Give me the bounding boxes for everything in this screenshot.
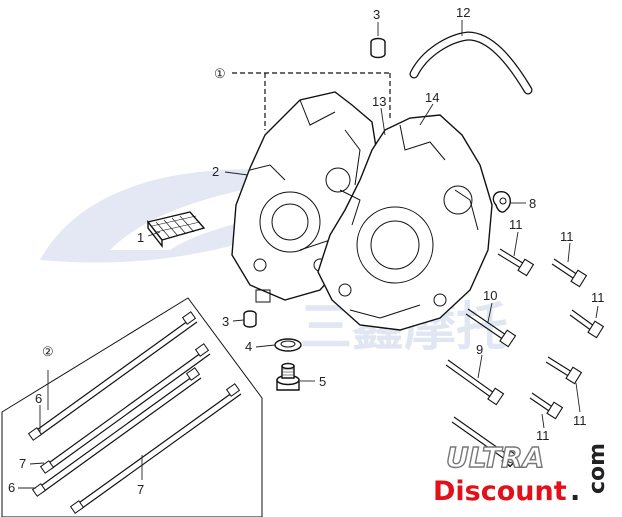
bolt-11-a — [497, 248, 535, 277]
stud-bolt-set: ② — [1, 297, 263, 517]
callout-10: 10 — [483, 288, 497, 303]
drain-plug — [276, 362, 300, 391]
callout-3-lower: 3 — [222, 314, 229, 329]
callout-2: 2 — [212, 164, 219, 179]
callout-6-lower: 6 — [8, 480, 15, 495]
bolt-set — [445, 248, 605, 468]
bolt-11-e — [529, 392, 564, 420]
callout-11-c: 11 — [591, 290, 605, 305]
bolt-9-b — [451, 416, 519, 468]
callout-8: 8 — [529, 196, 536, 211]
callout-6-upper: 6 — [35, 391, 42, 406]
callout-11-b: 11 — [560, 229, 574, 244]
leader-lines — [18, 20, 599, 489]
callout-7-upper: 7 — [19, 456, 26, 471]
callout-12: 12 — [456, 5, 470, 20]
bolt-10 — [465, 308, 517, 348]
callout-13: 13 — [372, 94, 386, 109]
logo-discount-text: Discount — [433, 476, 567, 507]
callout-1: 1 — [137, 230, 144, 245]
logo-com-text: com — [585, 443, 610, 494]
bolt-11-b — [551, 258, 588, 288]
callout-4: 4 — [245, 339, 252, 354]
callout-11-e: 11 — [536, 428, 550, 443]
group-label-1: ① — [214, 66, 226, 81]
callout-14: 14 — [425, 90, 439, 105]
dowel-pin-top — [370, 37, 386, 59]
bolt-11-d — [545, 356, 583, 385]
callout-9-upper: 9 — [476, 342, 483, 357]
sealing-washer — [274, 338, 302, 352]
dowel-pin-lower — [243, 310, 257, 328]
breather-hose — [409, 31, 533, 95]
hose-clip — [492, 191, 511, 213]
bolt-11-c — [569, 309, 605, 339]
bolt-9-a — [445, 359, 505, 406]
right-crankcase-half — [317, 114, 493, 331]
callout-7-lower: 7 — [137, 482, 144, 497]
callout-9-lower: 9 — [507, 454, 514, 469]
callout-11-d: 11 — [573, 413, 587, 428]
logo-ultra-text: ULTRA — [446, 441, 544, 474]
group-bracket-1: ① — [214, 66, 391, 130]
callout-3-top: 3 — [373, 7, 380, 22]
logo-dot-text: . — [570, 476, 580, 507]
oil-filter-screen — [146, 211, 206, 249]
callout-5: 5 — [319, 374, 326, 389]
ultra-discount-logo: ULTRA Discount . com — [433, 440, 610, 507]
group-label-2: ② — [42, 344, 54, 359]
callout-11-a: 11 — [509, 217, 523, 232]
callouts: 3 12 2 13 14 1 3 4 5 8 6 7 6 7 11 11 11 … — [8, 5, 605, 497]
watermark-swoosh-shape — [40, 169, 330, 263]
